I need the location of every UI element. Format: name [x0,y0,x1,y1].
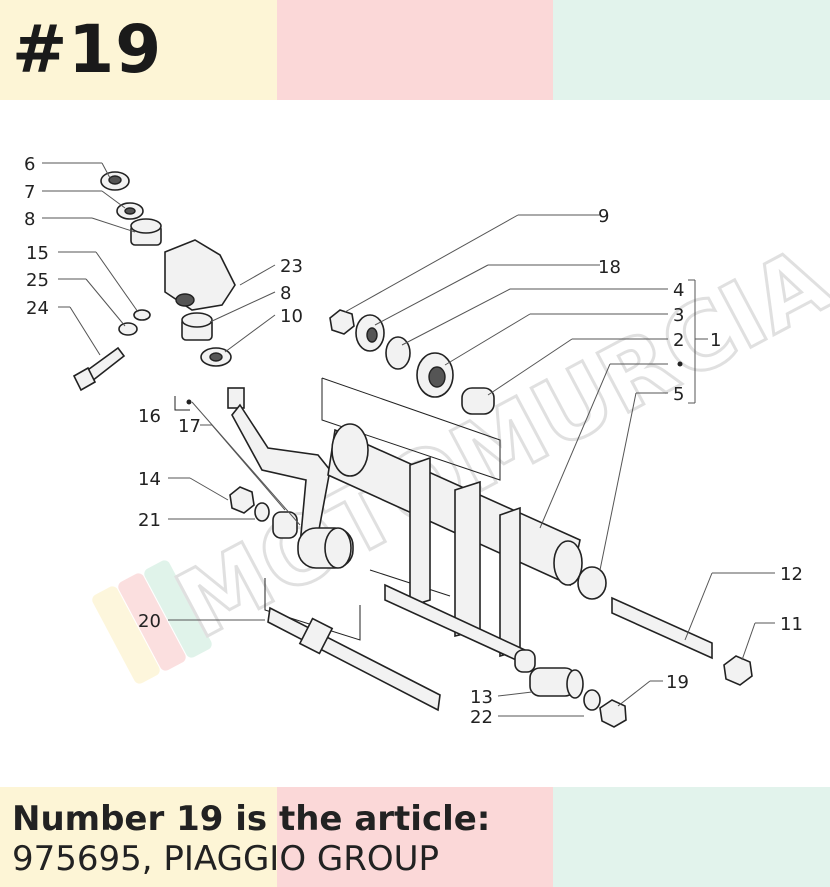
pin-20 [267,606,441,712]
bracket-23 [164,239,236,311]
right-pin-assembly [329,309,753,686]
callout-20: 20 [138,611,161,632]
nut-19 [599,699,627,728]
top-color-band [0,0,830,100]
nut-11 [723,655,753,686]
callout-19: 19 [666,672,689,693]
exploded-parts-diagram: MOTOMURCIA [24,154,830,728]
callout-9: 9 [598,206,609,227]
nut-14 [229,486,255,514]
article-caption-details: 975695, PIAGGIO GROUP [12,839,440,879]
bushing-5 [577,566,607,600]
washer-15 [133,309,151,321]
left-bushings [229,486,298,539]
callout-11: 11 [780,614,803,635]
callout-12: 12 [780,564,803,585]
washer-22 [583,689,601,711]
bushing-2 [461,387,495,415]
bushing-21 [272,511,298,539]
callout-15: 15 [26,243,49,264]
callout-8-top: 8 [24,209,35,230]
callout-8-mid: 8 [280,283,291,304]
callout-1: 1 [710,330,721,351]
callout-7: 7 [24,182,35,203]
grease-nipple [227,387,245,409]
callout-23: 23 [280,256,303,277]
callout-24: 24 [26,298,49,319]
callout-21: 21 [138,510,161,531]
band-pink [277,787,553,887]
band-green [553,787,830,887]
bottom-color-band [0,787,830,887]
callout-14: 14 [138,469,161,490]
callout-22: 22 [470,707,493,728]
part-number-title: #19 [12,11,163,88]
band-pink [277,0,553,100]
callout-25: 25 [26,270,49,291]
callout-labels: 6 7 8 15 25 24 23 8 10 9 18 4 3 2 1 5 16… [24,154,803,728]
callout-3: 3 [673,305,684,326]
callout-18: 18 [598,257,621,278]
callout-dot-1 [677,361,683,367]
swingarm-body [327,423,627,728]
callout-5: 5 [673,384,684,405]
callout-6: 6 [24,154,35,175]
nut-9 [329,309,355,335]
washer-21 [254,502,270,522]
leader-lines [42,162,775,717]
band-yellow [0,787,277,887]
circlip-4 [385,336,411,370]
callout-4: 4 [673,280,684,301]
callout-10: 10 [280,306,303,327]
pin-12 [611,596,713,660]
article-caption-heading: Number 19 is the article: [12,799,491,839]
callout-dot-16 [186,399,192,405]
callout-17: 17 [178,416,201,437]
callout-13: 13 [470,687,493,708]
band-green [553,0,830,100]
callout-16: 16 [138,406,161,427]
washer-25 [118,322,138,336]
upper-lever-assembly [72,171,354,569]
shaft-stub [514,649,536,673]
callout-2: 2 [673,330,684,351]
band-yellow [0,0,277,100]
